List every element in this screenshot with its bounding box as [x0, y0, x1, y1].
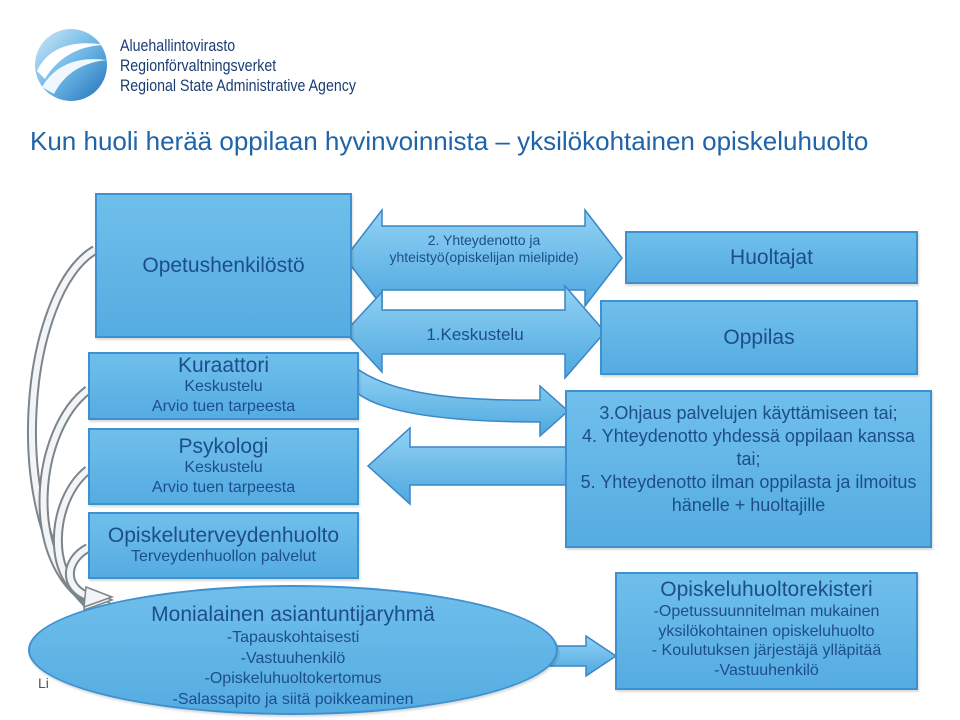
asiantuntijaryhma-line: -Vastuuhenkilö: [240, 649, 346, 667]
psykologi-line: Keskustelu: [184, 458, 263, 476]
oppilas-label: Oppilas: [723, 325, 795, 349]
psykologi-title: Psykologi: [178, 434, 269, 458]
agency-name: Aluehallintovirasto Regionförvaltningsve…: [120, 36, 356, 96]
asiantuntijaryhma-line: -Salassapito ja siitä poikkeaminen: [172, 690, 414, 708]
opiskeluhuoltorekisteri-line: - Koulutuksen järjestäjä ylläpitää: [651, 642, 882, 659]
yhteydenotto-label-line1: 2. Yhteydenotto ja: [427, 232, 541, 248]
huoltajat-box: Huoltajat: [625, 231, 918, 284]
agency-name-english: Regional State Administrative Agency: [120, 76, 356, 95]
kuraattori-line: Keskustelu: [184, 378, 263, 395]
agency-name-finnish: Aluehallintovirasto: [120, 36, 236, 55]
opiskeluhuoltorekisteri-line: -Opetussuunnitelman mukainen: [653, 603, 880, 620]
kuraattori-line: Arvio tuen tarpeesta: [151, 398, 296, 415]
actions-box: 3.Ohjaus palvelujen käyttämiseen tai; 4.…: [565, 390, 932, 548]
curved-arrow-terveys-to-ryhma: [64, 543, 115, 609]
agency-logo-icon: [35, 29, 107, 101]
opiskeluterveydenhuolto-line: Terveydenhuollon palvelut: [130, 547, 316, 565]
opiskeluhuoltorekisteri-line: yksilökohtainen opiskeluhuolto: [658, 622, 875, 640]
actions-line: tai;: [736, 449, 761, 469]
opetushenkilosto-label: Opetushenkilöstö: [142, 253, 305, 277]
keskustelu-label-text: 1.Keskustelu: [426, 325, 524, 344]
oppilas-box: Oppilas: [600, 300, 918, 375]
opiskeluhuoltorekisteri-box: Opiskeluhuoltorekisteri -Opetussuunnitel…: [615, 572, 918, 690]
yhteydenotto-label-line2: yhteistyö(opiskelijan mielipide): [389, 249, 579, 265]
psykologi-box: Psykologi Keskustelu Arvio tuen tarpeest…: [88, 428, 359, 505]
actions-line: 4. Yhteydenotto yhdessä oppilaan kanssa: [582, 426, 915, 446]
kuraattori-title: Kuraattori: [177, 354, 270, 377]
slide-title: Kun huoli herää oppilaan hyvinvoinnista …: [30, 126, 869, 156]
kuraattori-box: Kuraattori Keskustelu Arvio tuen tarpees…: [88, 352, 359, 420]
opiskeluhuoltorekisteri-line: -Vastuuhenkilö: [714, 661, 819, 679]
agency-name-swedish: Regionförvaltningsverket: [120, 56, 277, 75]
footer-text-fragment: Li: [38, 675, 49, 691]
actions-line: 5. Yhteydenotto ilman oppilasta ja ilmoi…: [580, 472, 917, 492]
asiantuntijaryhma-line: -Tapauskohtaisesti: [226, 629, 360, 646]
yhteydenotto-label: 2. Yhteydenotto ja yhteistyö(opiskelijan…: [380, 232, 588, 266]
opiskeluhuoltorekisteri-title: Opiskeluhuoltorekisteri: [660, 578, 873, 601]
opetushenkilosto-box: Opetushenkilöstö: [95, 193, 352, 338]
opiskeluterveydenhuolto-box: Opiskeluterveydenhuolto Terveydenhuollon…: [88, 512, 359, 579]
asiantuntijaryhma-ellipse: Monialainen asiantuntijaryhmä -Tapauskoh…: [28, 585, 558, 715]
huoltajat-label: Huoltajat: [730, 245, 813, 269]
asiantuntijaryhma-line: -Opiskeluhuoltokertomus: [204, 670, 382, 687]
actions-line: 3.Ohjaus palvelujen käyttämiseen tai;: [599, 403, 898, 423]
opiskeluterveydenhuolto-title: Opiskeluterveydenhuolto: [107, 523, 340, 547]
keskustelu-label: 1.Keskustelu: [400, 324, 550, 346]
psykologi-line: Arvio tuen tarpeesta: [151, 478, 296, 496]
actions-line: hänelle + huoltajille: [671, 495, 826, 515]
curved-arrow-to-actions: [355, 366, 570, 438]
asiantuntijaryhma-title: Monialainen asiantuntijaryhmä: [151, 603, 435, 626]
